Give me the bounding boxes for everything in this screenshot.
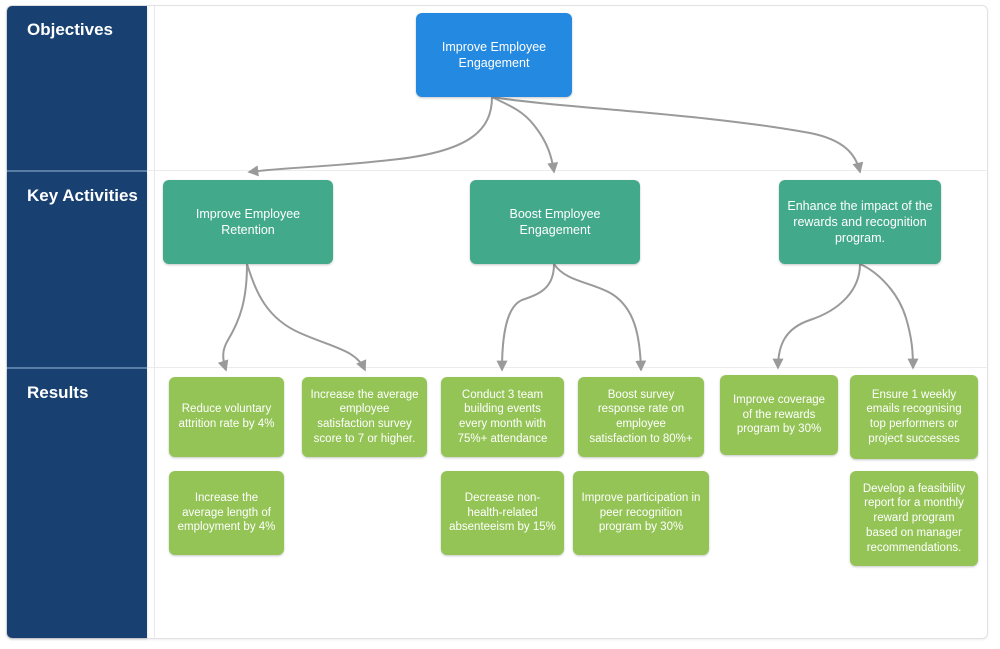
node-result-7[interactable]: Increase the average length of employmen… <box>169 471 284 555</box>
lane-label-objectives-text: Objectives <box>27 20 113 39</box>
node-result-5[interactable]: Improve coverage of the rewards program … <box>720 375 838 455</box>
node-activity-2-label: Boost Employee Engagement <box>509 207 601 237</box>
node-result-10[interactable]: Develop a feasibility report for a month… <box>850 471 978 566</box>
node-result-3-label: Conduct 3 team building events every mon… <box>457 388 548 445</box>
node-objective-1-label: Improve Employee Engagement <box>441 40 547 70</box>
node-activity-3-label: Enhance the impact of the rewards and re… <box>787 199 933 245</box>
node-objective-1[interactable]: Improve Employee Engagement <box>416 13 572 97</box>
lane-label-results: Results <box>7 369 147 638</box>
node-activity-2[interactable]: Boost Employee Engagement <box>470 180 640 264</box>
node-result-5-label: Improve coverage of the rewards program … <box>732 393 826 436</box>
node-activity-1[interactable]: Improve Employee Retention <box>163 180 333 264</box>
node-result-9-label: Improve participation in peer recognitio… <box>581 491 701 534</box>
node-result-10-label: Develop a feasibility report for a month… <box>862 482 966 554</box>
lane-label-separator-1 <box>7 170 147 172</box>
node-result-3[interactable]: Conduct 3 team building events every mon… <box>441 377 564 457</box>
node-result-9[interactable]: Improve participation in peer recognitio… <box>573 471 709 555</box>
node-result-4[interactable]: Boost survey response rate on employee s… <box>578 377 704 457</box>
node-result-8[interactable]: Decrease non-health-related absenteeism … <box>441 471 564 555</box>
node-result-2-label: Increase the average employee satisfacti… <box>310 388 419 445</box>
node-result-8-label: Decrease non-health-related absenteeism … <box>449 491 556 534</box>
lane-label-objectives: Objectives <box>7 6 147 170</box>
lane-label-results-text: Results <box>27 383 89 402</box>
label-column-divider <box>154 6 155 638</box>
node-result-2[interactable]: Increase the average employee satisfacti… <box>302 377 427 457</box>
node-activity-1-label: Improve Employee Retention <box>195 207 301 237</box>
node-result-4-label: Boost survey response rate on employee s… <box>589 388 693 445</box>
lane-label-key-activities-line2: Activities <box>62 186 138 205</box>
lane-label-key-activities: Key Activities <box>7 172 147 367</box>
node-result-7-label: Increase the average length of employmen… <box>177 491 276 534</box>
node-activity-3[interactable]: Enhance the impact of the rewards and re… <box>779 180 941 264</box>
lane-label-separator-2 <box>7 367 147 369</box>
lane-label-key-activities-line1: Key <box>27 186 59 205</box>
node-result-6[interactable]: Ensure 1 weekly emails recognising top p… <box>850 375 978 459</box>
node-result-1-label: Reduce voluntary attrition rate by 4% <box>178 403 275 430</box>
node-result-1[interactable]: Reduce voluntary attrition rate by 4% <box>169 377 284 457</box>
node-result-6-label: Ensure 1 weekly emails recognising top p… <box>866 388 962 445</box>
